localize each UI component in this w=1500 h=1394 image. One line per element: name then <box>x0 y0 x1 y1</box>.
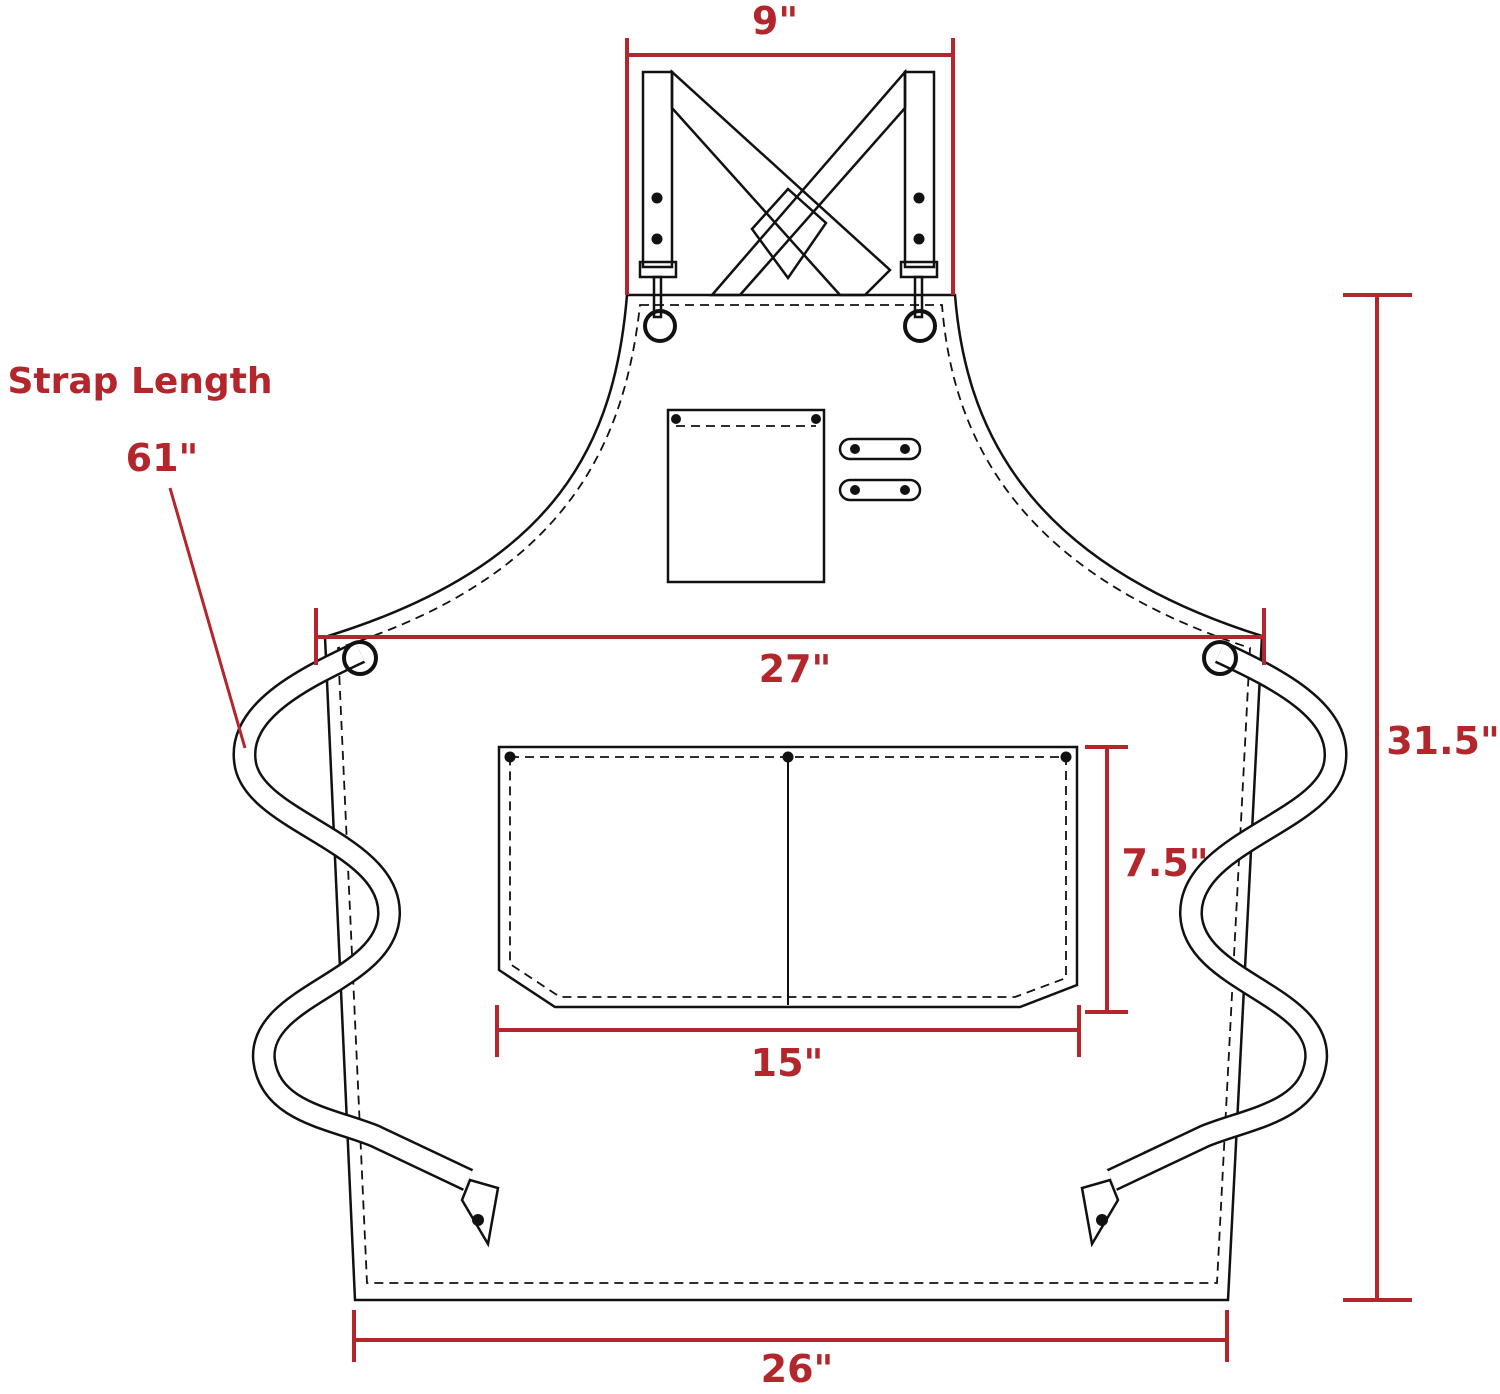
neck-strap-assembly <box>638 68 939 343</box>
tool-loops <box>838 437 922 502</box>
strap-cross-patch <box>750 187 828 281</box>
bottom-width-label: 26" <box>761 1347 834 1391</box>
waist-strap-right <box>1082 652 1336 1244</box>
chest-width-label: 27" <box>759 647 832 691</box>
apron-body <box>323 293 1264 1302</box>
grommet-right <box>1202 640 1238 676</box>
pocket-width-label: 15" <box>751 1041 824 1085</box>
total-length-label: 31.5" <box>1386 719 1500 763</box>
front-pocket <box>497 745 1079 1009</box>
chest-pocket <box>666 408 826 584</box>
strap-length-title: Strap Length <box>7 361 272 402</box>
waist-strap-left <box>244 652 498 1244</box>
dimension-lines <box>168 38 1412 1362</box>
pocket-height-label: 7.5" <box>1121 841 1208 885</box>
strap-length-label: 61" <box>126 436 199 480</box>
grommet-left <box>342 640 378 676</box>
neck-width-label: 9" <box>752 0 798 43</box>
